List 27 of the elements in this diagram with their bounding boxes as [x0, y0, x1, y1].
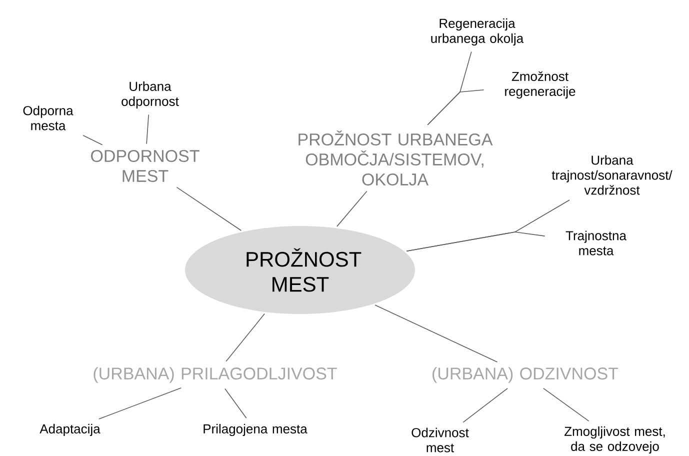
connector-line — [336, 190, 368, 227]
term-label: Urbana odpornost — [122, 81, 179, 109]
topic-label: (URBANA) PRILAGODLJIVOST — [94, 367, 337, 383]
term-label: Zmožnost regeneracije — [505, 71, 576, 99]
connector-line — [462, 388, 508, 423]
term-label: Odporna mesta — [23, 106, 74, 130]
term-label: Odzivnost mest — [412, 428, 469, 452]
connector-line — [427, 90, 484, 126]
connector-line — [226, 313, 265, 362]
topic-label: ODPORNOST MEST — [91, 150, 200, 182]
topic-label: (URBANA) ODZIVNOST — [432, 367, 618, 383]
connector-line — [406, 232, 546, 252]
connector-line — [224, 388, 247, 419]
connector-line — [543, 388, 590, 422]
term-label: Regeneracija urbanega okolja — [431, 18, 524, 46]
connector-line — [82, 134, 103, 146]
connector-line — [98, 387, 182, 420]
term-label: Adaptacija — [40, 424, 100, 436]
term-label: Prilagojena mesta — [204, 424, 308, 436]
term-label: Trajnostna mesta — [566, 230, 626, 256]
connector-line — [146, 114, 150, 144]
term-label: Urbana trajnost/sonaravnost/ vzdržnost — [552, 155, 672, 195]
term-label: Zmogljivost mest, da se odzovejo — [564, 426, 665, 454]
connector-line — [374, 304, 498, 362]
topic-label: PROŽNOST URBANEGA OBMOČJA/SISTEMOV, OKOLJA — [298, 130, 493, 186]
connector-line — [427, 51, 472, 126]
connector-line — [176, 186, 242, 231]
